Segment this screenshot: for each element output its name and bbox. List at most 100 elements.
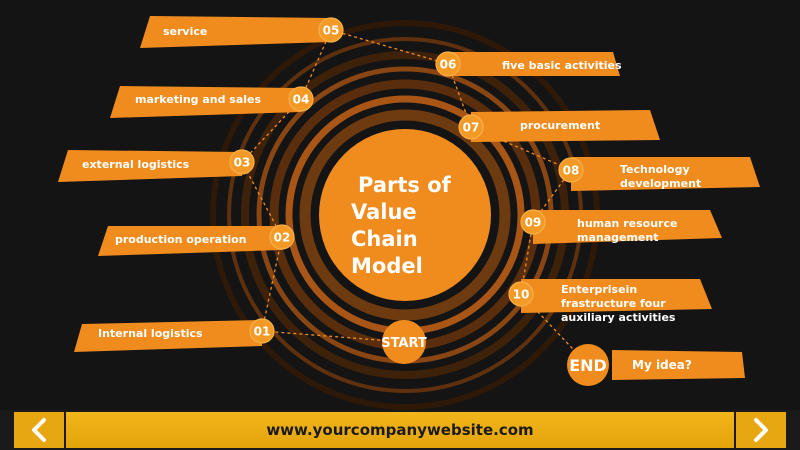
- step-node-09: 09: [520, 209, 546, 235]
- center-title: Parts of Value Chain Model: [351, 173, 458, 278]
- chevron-right-icon: [754, 418, 768, 442]
- step-node-circle: [520, 209, 546, 235]
- center-title-line: Chain: [351, 227, 418, 251]
- step-label: five basic activities: [502, 59, 622, 72]
- step-number: 04: [293, 93, 310, 107]
- step-banners: Internal logistics production operation ex…: [58, 16, 760, 352]
- step-01: Internal logistics: [74, 320, 262, 352]
- connector-line: [520, 293, 589, 366]
- step-label-line: development: [620, 177, 701, 190]
- step-banner: [533, 210, 722, 244]
- connector-line: [532, 169, 572, 223]
- step-label-line: management: [577, 231, 659, 244]
- end-banner: [612, 350, 745, 380]
- step-banner: [98, 226, 282, 256]
- step-label-line: external logistics: [82, 158, 190, 171]
- step-node-02: 02: [269, 224, 295, 250]
- step-banner: [448, 52, 620, 76]
- step-05: service: [140, 16, 331, 48]
- center-title-line: Model: [351, 254, 423, 278]
- center-title-line: Value: [351, 200, 417, 224]
- connector-line: [330, 29, 449, 65]
- step-06: five basic activities: [448, 52, 622, 76]
- connector-line: [241, 98, 302, 163]
- step-02: production operation: [98, 226, 282, 256]
- step-label-line: Enterprisein: [561, 283, 637, 296]
- step-node-01: 01: [249, 318, 275, 344]
- step-node-circle: [435, 51, 461, 77]
- next-slide-button[interactable]: [736, 412, 786, 448]
- step-banner: [571, 157, 760, 191]
- step-label: service: [163, 25, 207, 38]
- step-07: procurement: [471, 110, 660, 142]
- step-number: 03: [234, 156, 251, 170]
- step-label-line: marketing and sales: [135, 93, 262, 106]
- center-circle: Parts of Value Chain Model: [319, 129, 491, 301]
- step-node-circle: [249, 318, 275, 344]
- value-chain-diagram: Internal logistics production operation ex…: [58, 16, 760, 410]
- end-label: END: [569, 356, 607, 375]
- step-number: 05: [323, 24, 340, 38]
- step-label-line: procurement: [520, 119, 600, 132]
- step-number: 06: [440, 58, 457, 72]
- ring: [299, 109, 511, 321]
- step-label-line: auxiliary activities: [561, 311, 676, 324]
- step-node-08: 08: [558, 157, 584, 183]
- chevron-left-icon: [32, 418, 46, 442]
- step-node-circle: [558, 157, 584, 183]
- step-number: 09: [525, 216, 542, 230]
- website-url[interactable]: www.yourcompanywebsite.com: [266, 421, 534, 439]
- step-label-line: production operation: [115, 233, 246, 246]
- step-label: production operation: [115, 233, 246, 246]
- end-text: My idea?: [632, 358, 692, 372]
- step-label-line: service: [163, 25, 207, 38]
- step-number: 10: [513, 288, 530, 302]
- footer: www.yourcompanywebsite.com: [0, 410, 800, 450]
- footer-bar: www.yourcompanywebsite.com: [66, 412, 734, 448]
- step-node-circle: [288, 86, 314, 112]
- start-label: START: [381, 336, 427, 351]
- step-banner: [471, 110, 660, 142]
- step-banner: [521, 279, 712, 313]
- step-number: 08: [563, 164, 580, 178]
- center-title-line: Parts of: [358, 173, 452, 197]
- connector-line: [261, 236, 283, 332]
- step-node-circle: [508, 281, 534, 307]
- step-banner: [58, 150, 242, 182]
- connector-line: [241, 161, 283, 238]
- step-label-line: frastructure four: [561, 297, 666, 310]
- step-node-10: 10: [508, 281, 534, 307]
- step-label: external logistics: [82, 158, 190, 171]
- step-banner: [74, 320, 262, 352]
- step-label: procurement: [520, 119, 600, 132]
- step-04: marketing and sales: [110, 86, 301, 118]
- step-node-07: 07: [458, 114, 484, 140]
- step-label-line: Technology: [620, 163, 690, 176]
- start-node: START: [381, 320, 427, 364]
- step-03: external logistics: [58, 150, 242, 182]
- step-banner: [140, 16, 331, 48]
- end-node: My idea? END: [567, 344, 745, 386]
- step-number: 07: [463, 121, 480, 135]
- step-label-line: human resource: [577, 217, 677, 230]
- step-node-circle: [458, 114, 484, 140]
- prev-slide-button[interactable]: [14, 412, 64, 448]
- step-number: 02: [274, 231, 291, 245]
- step-node-05: 05: [318, 17, 344, 43]
- step-node-06: 06: [435, 51, 461, 77]
- step-node-04: 04: [288, 86, 314, 112]
- step-node-circle: [318, 17, 344, 43]
- step-node-circle: [229, 149, 255, 175]
- step-label: marketing and sales: [135, 93, 262, 106]
- step-nodes: 01 02 03 04 05 06 07 08 09 10: [229, 17, 584, 344]
- step-node-circle: [269, 224, 295, 250]
- step-label: Internal logistics: [98, 327, 203, 340]
- step-node-03: 03: [229, 149, 255, 175]
- step-banner: [110, 86, 301, 118]
